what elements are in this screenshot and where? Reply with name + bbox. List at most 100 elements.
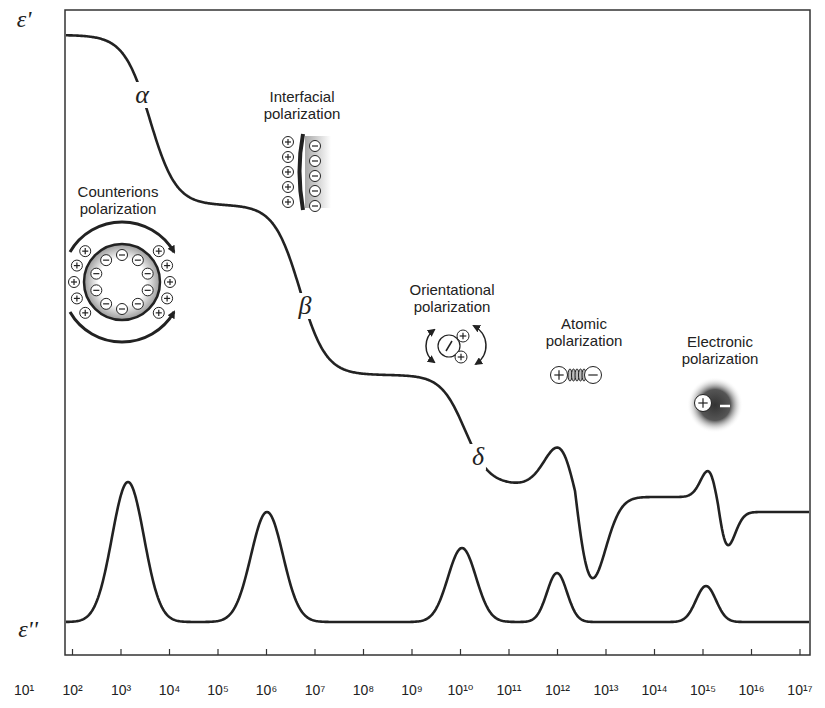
ion-circle	[71, 260, 82, 271]
ion-circle	[101, 298, 112, 309]
ion-circle	[162, 260, 173, 271]
polarization-label: Orientational polarization	[392, 281, 512, 316]
tick-mark	[702, 649, 703, 655]
positive-ion	[71, 293, 82, 304]
sign-stroke	[167, 263, 168, 269]
polarization-label: Atomic polarization	[536, 315, 632, 350]
negative-ion	[101, 298, 112, 309]
relaxation-letter: β	[297, 293, 314, 319]
tick-mark	[751, 649, 752, 655]
relaxation-letter: δ	[470, 444, 486, 470]
electron-cloud	[687, 377, 743, 433]
ion-circle	[455, 351, 467, 363]
ion-circle	[283, 182, 294, 193]
ion-circle	[142, 268, 153, 279]
positive-ion	[695, 395, 712, 412]
sign-stroke	[169, 279, 170, 285]
ion-circle	[153, 246, 164, 257]
negative-ion	[310, 186, 321, 197]
ion-circle	[551, 367, 568, 384]
axis-tick-label: 10¹	[14, 682, 34, 698]
sign-stroke	[145, 290, 151, 291]
ion-circle	[91, 285, 102, 296]
axis-tick-label: 10³	[111, 682, 131, 698]
positive-ion	[153, 246, 164, 257]
negative-ion	[310, 141, 321, 152]
ion-circle	[153, 307, 164, 318]
sign-stroke	[119, 308, 125, 309]
sign-stroke	[119, 254, 125, 255]
sign-stroke	[558, 370, 559, 379]
ion-circle	[457, 330, 469, 342]
axis-label: ε'	[17, 6, 32, 34]
tick-mark	[72, 649, 73, 655]
axis-tick-label: 10¹²	[545, 682, 570, 698]
ion-circle	[310, 186, 321, 197]
axis-tick-label: 10¹¹	[497, 682, 522, 698]
sign-stroke	[158, 310, 159, 316]
dipole-icon	[426, 326, 486, 364]
positive-ion	[162, 260, 173, 271]
sign-stroke	[462, 333, 463, 340]
electron-cloud-icon	[687, 377, 743, 433]
tick-mark	[314, 649, 315, 655]
ion-circle	[91, 268, 102, 279]
positive-ion	[80, 307, 91, 318]
axis-ticks	[73, 649, 801, 655]
sign-stroke	[702, 398, 703, 407]
sign-stroke	[103, 303, 109, 304]
tick-mark	[120, 649, 121, 655]
ions	[69, 137, 712, 412]
charge-shade	[305, 136, 331, 208]
sign-stroke	[135, 260, 141, 261]
negative-sign	[720, 405, 730, 408]
sign-stroke	[287, 199, 288, 205]
ion-circle	[80, 246, 91, 257]
permittivity-curve	[66, 35, 809, 578]
negative-ion	[310, 201, 321, 212]
tick-mark	[654, 649, 655, 655]
ion-circle	[310, 156, 321, 167]
tick-mark	[799, 649, 800, 655]
ion-circle	[80, 307, 91, 318]
sign-stroke	[588, 374, 597, 375]
negative-ion	[310, 171, 321, 182]
sign-stroke	[312, 205, 318, 206]
negative-ion	[142, 285, 153, 296]
negative-ion	[101, 255, 112, 266]
sign-stroke	[103, 260, 109, 261]
sign-stroke	[312, 145, 318, 146]
polarization-label: Electronic polarization	[672, 333, 768, 368]
ion-circle	[585, 367, 602, 384]
axis-tick-label: 10⁵	[207, 682, 228, 698]
axis-label: ε''	[18, 616, 38, 644]
sign-stroke	[85, 248, 86, 254]
positive-ion	[455, 351, 467, 363]
sign-stroke	[312, 175, 318, 176]
positive-ion	[69, 277, 80, 288]
positive-ion	[283, 197, 294, 208]
sign-stroke	[85, 310, 86, 316]
sign-stroke	[287, 139, 288, 145]
sign-stroke	[167, 295, 168, 301]
ion-circle	[283, 167, 294, 178]
axis-tick-label: 10¹⁶	[739, 682, 765, 698]
negative-ion	[91, 285, 102, 296]
negative-ion	[142, 268, 153, 279]
tick-mark	[363, 649, 364, 655]
ion-circle	[132, 255, 143, 266]
axis-tick-label: 10⁷	[305, 682, 326, 698]
sign-stroke	[73, 279, 74, 285]
plot-frame	[65, 10, 810, 655]
axis-tick-label: 10¹⁰	[448, 682, 474, 698]
axis-tick-label: 10¹⁷	[787, 682, 812, 698]
positive-ion	[283, 152, 294, 163]
negative-ion	[585, 367, 602, 384]
negative-sign	[446, 341, 452, 351]
ion-circle	[695, 395, 712, 412]
negative-ion	[132, 298, 143, 309]
ion-circle	[71, 293, 82, 304]
positive-ion	[153, 307, 164, 318]
polarization-label: Interfacial polarization	[252, 88, 352, 123]
